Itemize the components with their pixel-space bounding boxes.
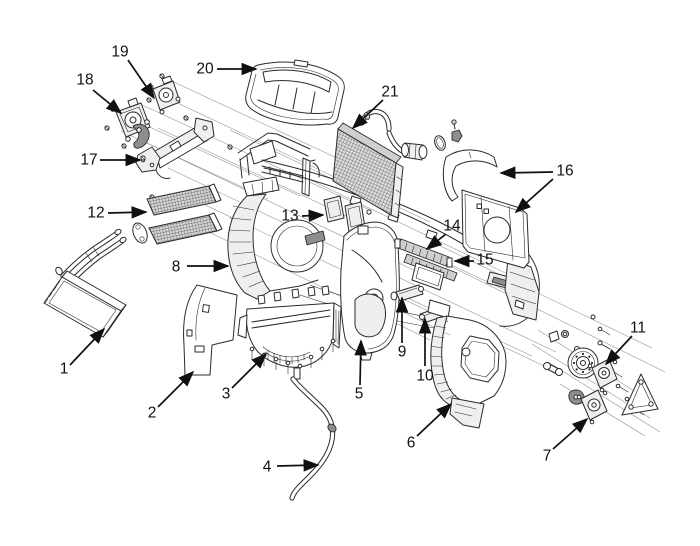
callout-arrow-14 xyxy=(425,233,447,251)
callout-arrow-2 xyxy=(157,370,195,408)
callout-number-10: 10 xyxy=(416,368,434,385)
part-6-case-right xyxy=(427,299,507,429)
part-main-housing xyxy=(261,159,540,331)
callout-arrow-12 xyxy=(107,206,148,219)
callout-number-14: 14 xyxy=(443,218,461,235)
callout-number-13: 13 xyxy=(281,208,298,225)
callout-number-3: 3 xyxy=(222,386,231,403)
callout-number-21: 21 xyxy=(381,84,398,101)
callout-number-4: 4 xyxy=(263,459,272,476)
part-17-mounting-beam xyxy=(135,117,215,179)
part-cam-bracket xyxy=(132,123,150,149)
callout-arrow-18 xyxy=(92,89,123,115)
part-1-heater-core xyxy=(43,270,127,338)
callout-arrow-6 xyxy=(416,402,453,437)
callout-arrow-7 xyxy=(552,417,589,450)
callout-arrow-11 xyxy=(604,335,633,366)
callout-arrow-4 xyxy=(276,459,320,472)
part-15-door xyxy=(403,253,458,291)
callout-arrow-1 xyxy=(69,327,106,366)
part-triangle-bracket xyxy=(621,373,659,416)
callout-number-18: 18 xyxy=(76,72,93,89)
part-7-actuator xyxy=(576,389,608,425)
part-11-gear-disc xyxy=(567,347,599,379)
part-heater-pipes xyxy=(55,228,127,286)
callout-arrow-3 xyxy=(231,352,268,389)
callout-number-1: 1 xyxy=(60,361,69,378)
callout-number-8: 8 xyxy=(172,259,181,276)
part-upper-frame xyxy=(237,132,320,197)
part-8-blower-scroll-case xyxy=(227,176,324,300)
callout-number-9: 9 xyxy=(398,344,407,361)
callout-arrow-16 xyxy=(514,178,554,214)
part-19-actuator xyxy=(148,75,181,115)
callout-arrow-5 xyxy=(354,339,367,386)
callout-number-11: 11 xyxy=(630,320,646,337)
part-5-case-left xyxy=(340,221,400,361)
callout-arrow-13 xyxy=(301,209,325,222)
callout-number-15: 15 xyxy=(476,252,493,269)
part-4-drain-hose xyxy=(289,376,337,501)
part-receiver-drier-fittings xyxy=(401,119,463,161)
part-21-evaporator xyxy=(332,108,405,219)
part-14-door xyxy=(394,238,453,268)
callout-number-19: 19 xyxy=(111,44,128,61)
callout-number-6: 6 xyxy=(407,435,416,452)
callout-number-5: 5 xyxy=(355,386,364,403)
part-pipe-grommet xyxy=(132,222,148,244)
screws-lower-case xyxy=(249,338,336,378)
callout-number-7: 7 xyxy=(543,448,552,465)
callout-arrow-19 xyxy=(127,59,155,100)
callout-arrow-16 xyxy=(499,166,554,180)
part-3-lower-case xyxy=(237,285,342,380)
part-16-cover-panel xyxy=(461,189,530,269)
callout-number-16: 16 xyxy=(556,163,573,180)
callout-arrow-21 xyxy=(351,99,384,130)
part-2-door-cover xyxy=(183,284,238,376)
callout-number-17: 17 xyxy=(80,152,97,169)
part-20-top-grille xyxy=(245,59,345,126)
part-16-cover-blade xyxy=(442,149,498,202)
callout-number-2: 2 xyxy=(148,405,157,422)
callout-number-20: 20 xyxy=(196,61,214,78)
part-13-doors xyxy=(304,195,372,246)
part-12-filters xyxy=(146,183,223,245)
callout-number-12: 12 xyxy=(87,205,104,222)
screws-top-left xyxy=(104,73,233,200)
